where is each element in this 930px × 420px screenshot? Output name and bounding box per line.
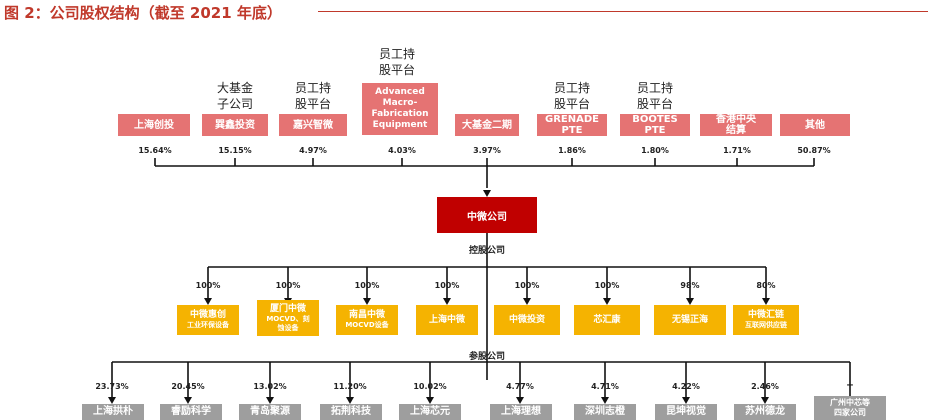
shareholder-box-8: 其他 [780, 114, 850, 136]
shareholder-box-7: 香港中央 结算 [700, 114, 772, 136]
subsidiary-box-7: 中微汇链互联网供应链 [733, 305, 799, 335]
investee-box-7: 昆坤视觉 [655, 404, 717, 420]
shareholder-box-4: 大基金二期 [455, 114, 519, 136]
participation-label: 参股公司 [468, 352, 505, 362]
subsidiary-name-0: 中微惠创 [189, 310, 226, 320]
shareholder-note-5: 员工持 股平台 [553, 81, 590, 111]
figure-title: 图 2：公司股权结构（截至 2021 年底） [4, 4, 282, 22]
investee-box-0: 上海拱朴 [82, 404, 144, 420]
investee-percent-1: 20.45% [171, 382, 205, 391]
investee-box-6: 深圳志橙 [574, 404, 636, 420]
shareholder-percent-5: 1.86% [558, 146, 586, 155]
subsidiary-box-3: 上海中微 [416, 305, 478, 335]
subsidiary-percent-5: 100% [594, 281, 620, 290]
investee-box-2: 青岛聚源 [239, 404, 301, 420]
shareholder-box-5: GRENADE PTE [537, 114, 607, 136]
subsidiary-percent-3: 100% [434, 281, 460, 290]
subsidiary-desc-1: MOCVD、刻 蚀设备 [266, 314, 310, 332]
shareholder-box-1: 巽鑫投资 [202, 114, 268, 136]
investee-percent-8: 2.46% [751, 382, 779, 391]
shareholder-percent-7: 1.71% [723, 146, 751, 155]
investee-percent-7: 4.22% [672, 382, 700, 391]
subsidiary-percent-6: 98% [680, 281, 700, 290]
investee-percent-4: 10.02% [413, 382, 447, 391]
title-rule [318, 11, 928, 12]
shareholder-percent-0: 15.64% [138, 146, 172, 155]
subsidiary-percent-2: 100% [354, 281, 380, 290]
subsidiary-desc-2: MOCVD设备 [345, 321, 389, 329]
investee-percent-0: 23.73% [95, 382, 129, 391]
shareholder-box-3: Advanced Macro- Fabrication Equipment [362, 83, 438, 135]
shareholder-box-6: BOOTES PTE [620, 114, 690, 136]
investee-percent-2: 13.02% [253, 382, 287, 391]
subsidiary-percent-7: 80% [756, 281, 776, 290]
shareholder-note-1: 大基金 子公司 [216, 81, 253, 111]
shareholder-percent-6: 1.80% [641, 146, 669, 155]
investee-box-9: 广州中芯等 四家公司 [814, 396, 886, 420]
subsidiary-box-5: 芯汇康 [574, 305, 640, 335]
investee-percent-3: 11.20% [333, 382, 367, 391]
investee-percent-5: 4.77% [506, 382, 534, 391]
subsidiary-name-2: 南昌中微 [348, 310, 385, 320]
investee-box-8: 苏州德龙 [734, 404, 796, 420]
shareholder-percent-1: 15.15% [218, 146, 252, 155]
subsidiary-box-0: 中微惠创工业环保设备 [177, 305, 239, 335]
investee-percent-6: 4.71% [591, 382, 619, 391]
investee-box-3: 拓荆科技 [320, 404, 382, 420]
shareholder-percent-4: 3.97% [473, 146, 501, 155]
shareholder-note-2: 员工持 股平台 [294, 81, 331, 111]
investee-percent-9: -- [846, 380, 854, 389]
investee-box-1: 睿励科学 [160, 404, 222, 420]
shareholder-note-3: 员工持 股平台 [378, 47, 415, 77]
shareholder-percent-8: 50.87% [797, 146, 831, 155]
shareholder-percent-3: 4.03% [388, 146, 416, 155]
subsidiary-percent-0: 100% [195, 281, 221, 290]
subsidiary-percent-4: 100% [514, 281, 540, 290]
subsidiary-name-7: 中微汇链 [747, 310, 784, 320]
shareholder-note-6: 员工持 股平台 [636, 81, 673, 111]
subsidiary-desc-0: 工业环保设备 [187, 321, 229, 329]
shareholder-box-0: 上海创投 [118, 114, 190, 136]
shareholder-percent-2: 4.97% [299, 146, 327, 155]
shareholder-box-2: 嘉兴智微 [279, 114, 347, 136]
holding-label: 控股公司 [468, 246, 505, 256]
subsidiary-box-6: 无锡正海 [654, 305, 726, 335]
investee-box-5: 上海理想 [490, 404, 552, 420]
investee-box-4: 上海芯元 [399, 404, 461, 420]
subsidiary-percent-1: 100% [275, 281, 301, 290]
subsidiary-name-1: 厦门中微 [269, 303, 306, 314]
subsidiary-desc-7: 互联网供应链 [745, 321, 787, 329]
subsidiary-box-4: 中微投资 [494, 305, 560, 335]
company-box: 中微公司 [437, 197, 537, 233]
